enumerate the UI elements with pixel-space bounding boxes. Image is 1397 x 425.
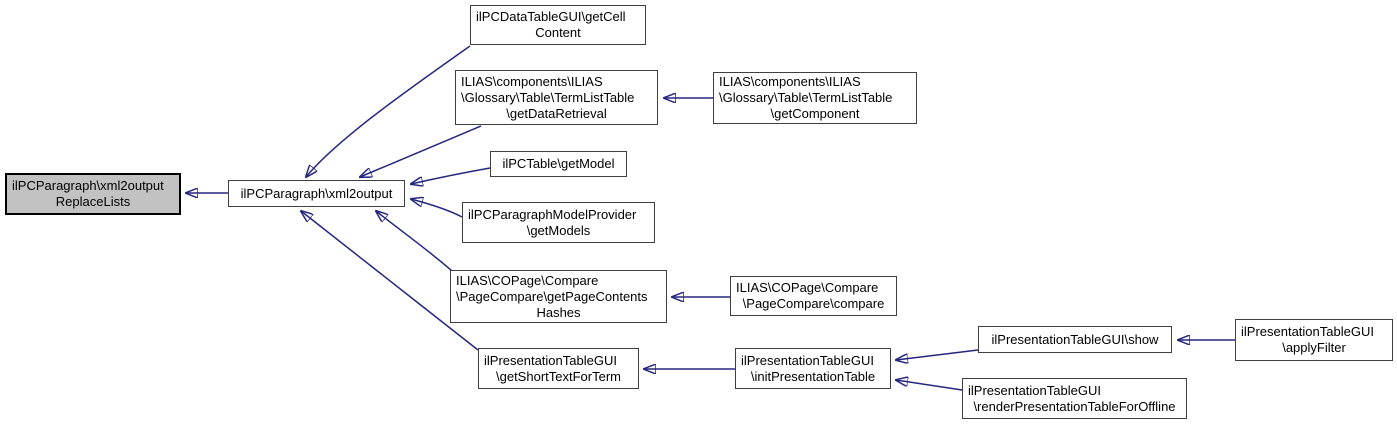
node-label-line: ILIAS\COPage\Compare [736,280,879,295]
edge-get-short-text-to-xml2output [301,211,479,351]
edge-show-to-init-presentation-table [896,349,979,360]
edge-get-model-to-xml2output [411,167,491,184]
node-label-line: \getComponent [770,106,860,121]
node-page-compare-compare[interactable]: ILIAS\COPage\Compare \PageCompare\compar… [730,276,897,316]
node-get-cell-content[interactable]: ilPCDataTableGUI\getCell Content [470,5,646,45]
node-get-models[interactable]: ilPCParagraphModelProvider \getModels [462,202,655,243]
node-get-model[interactable]: ilPCTable\getModel [490,151,627,177]
node-label-line: \PageCompare\compare [742,296,885,311]
node-apply-filter[interactable]: ilPresentationTableGUI \applyFilter [1235,319,1393,361]
node-label-line: \PageCompare\getPageContents [456,288,648,304]
node-label-line: ILIAS\COPage\Compare [456,272,599,288]
node-show[interactable]: ilPresentationTableGUI\show [978,326,1172,353]
node-label-line: ReplaceLists [55,194,131,209]
node-xml2output[interactable]: ilPCParagraph\xml2output [228,180,405,207]
edge-get-data-retrieval-to-xml2output [360,125,482,177]
node-label-line: ILIAS\components\ILIAS [719,74,861,89]
node-xml2output-replace-lists[interactable]: ilPCParagraph\xml2output ReplaceLists [5,173,181,215]
edge-get-page-contents-hashes-to-xml2output [376,211,453,272]
node-label-line: ilPCParagraph\xml2output [12,178,164,193]
node-label-line: \getModels [526,222,591,238]
node-get-data-retrieval[interactable]: ILIAS\components\ILIAS \Glossary\Table\T… [455,70,658,125]
node-label-line: ilPCParagraphModelProvider [468,206,637,222]
node-label-line: \Glossary\Table\TermListTable [461,89,635,105]
node-label-line: ilPresentationTableGUI [484,352,617,368]
node-label-line: ilPCTable\getModel [502,156,615,171]
node-label-line: \renderPresentationTableForOffline [973,398,1176,414]
edge-render-offline-to-init-presentation-table [896,380,963,391]
node-label-line: ilPresentationTableGUI [741,352,874,368]
node-label-line: \getDataRetrieval [506,105,607,121]
node-render-presentation-table-for-offline[interactable]: ilPresentationTableGUI \renderPresentati… [962,378,1187,419]
node-get-component[interactable]: ILIAS\components\ILIAS \Glossary\Table\T… [713,72,917,124]
node-label-line: Hashes [536,304,581,320]
node-label-line: \getShortTextForTerm [496,368,621,384]
node-label-line: ILIAS\components\ILIAS [461,73,603,89]
node-label-line: ilPCDataTableGUI\getCell [476,9,626,24]
node-label-line: \applyFilter [1282,340,1346,355]
node-get-page-contents-hashes[interactable]: ILIAS\COPage\Compare \PageCompare\getPag… [450,270,667,323]
node-label-line: ilPresentationTableGUI [968,382,1101,398]
node-label-line: \initPresentationTable [750,368,876,384]
node-label-line: ilPresentationTableGUI [1241,324,1374,339]
edge-get-models-to-xml2output [411,199,463,218]
node-label-line: Content [535,25,581,40]
node-init-presentation-table[interactable]: ilPresentationTableGUI \initPresentation… [735,348,891,389]
node-get-short-text-for-term[interactable]: ilPresentationTableGUI \getShortTextForT… [478,348,639,389]
node-label-line: \Glossary\Table\TermListTable [719,90,893,105]
edge-get-cell-content-to-xml2output [306,45,471,177]
node-label-line: ilPresentationTableGUI\show [991,331,1159,347]
node-label-line: ilPCParagraph\xml2output [240,185,393,201]
